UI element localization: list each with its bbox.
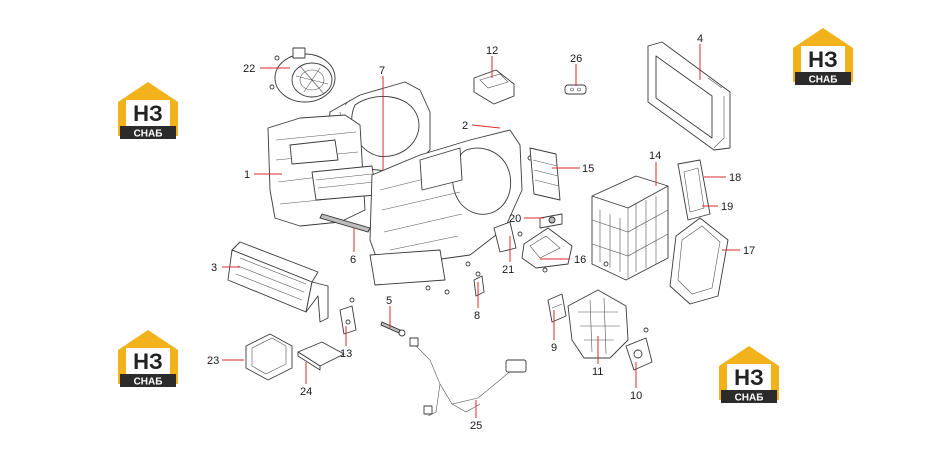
logo-left-bottom: НЗ СНАБ [118,330,178,388]
logo-main-text: НЗ [808,47,838,72]
part-23-duct [245,333,293,381]
part-16-control-module [521,227,573,273]
callout-3: 3 [211,262,217,274]
callout-19: 19 [721,201,733,213]
callout-6: 6 [350,254,356,266]
part-22-blower-motor [269,47,336,103]
callout-25: 25 [470,420,482,432]
callout-2: 2 [462,120,468,132]
part-20-actuator [539,213,563,229]
part-18-seal [677,159,711,221]
svg-text:СНАБ: СНАБ [735,393,764,404]
callout-4: 4 [697,33,703,45]
svg-text:НЗ: НЗ [734,365,764,390]
svg-text:НЗ: НЗ [133,101,163,126]
callout-labels: 22 7 1 2 12 26 4 15 14 18 19 17 20 21 16… [207,33,755,432]
part-6-rod [319,213,371,233]
part-5-screw [380,321,406,337]
part-25-wiring-harness [409,337,527,417]
svg-text:НЗ: НЗ [133,349,163,374]
callout-13: 13 [340,348,352,360]
callout-5: 5 [386,295,392,307]
logo-bottom-right: НЗ СНАБ [719,346,779,404]
callout-24: 24 [300,386,312,398]
callout-10: 10 [630,390,642,402]
part-21-sensor [493,221,523,253]
svg-text:СНАБ: СНАБ [134,377,163,388]
logo-sub-text: СНАБ [809,75,838,86]
callout-14: 14 [649,150,661,162]
part-4-evaporator-frame [647,41,731,151]
callout-23: 23 [207,355,219,367]
part-13-bracket [339,297,357,335]
part-26-connector [564,84,587,95]
part-1-main-housing [267,114,377,227]
part-17-gasket [669,217,729,305]
callout-8: 8 [474,310,480,322]
callout-7: 7 [379,65,385,77]
logo-top-right: НЗ СНАБ [793,28,853,86]
callout-26: 26 [570,53,582,65]
callout-18: 18 [729,172,741,184]
part-9-lever [547,293,567,323]
callout-15: 15 [582,163,594,175]
svg-text:СНАБ: СНАБ [134,129,163,140]
callout-16: 16 [574,254,586,266]
part-14-filter-box [591,175,669,281]
callout-1: 1 [244,169,250,181]
callout-22: 22 [243,63,255,75]
callout-12: 12 [486,45,498,57]
part-3-heater-core [227,241,329,323]
logo-left-top: НЗ СНАБ [118,82,178,140]
part-11-lower-bracket [567,289,629,359]
callout-17: 17 [743,245,755,257]
part-10-actuator-motor [625,327,653,371]
callout-21: 21 [502,264,514,276]
part-24-pad [297,341,345,371]
part-2-main-housing-right [369,129,533,295]
leader-lines [222,44,740,418]
callout-9: 9 [551,342,557,354]
callout-11: 11 [592,366,603,378]
part-8-clip [473,271,485,297]
callout-20: 20 [509,213,521,225]
part-15-grille [529,147,561,201]
part-12-module [473,69,515,105]
